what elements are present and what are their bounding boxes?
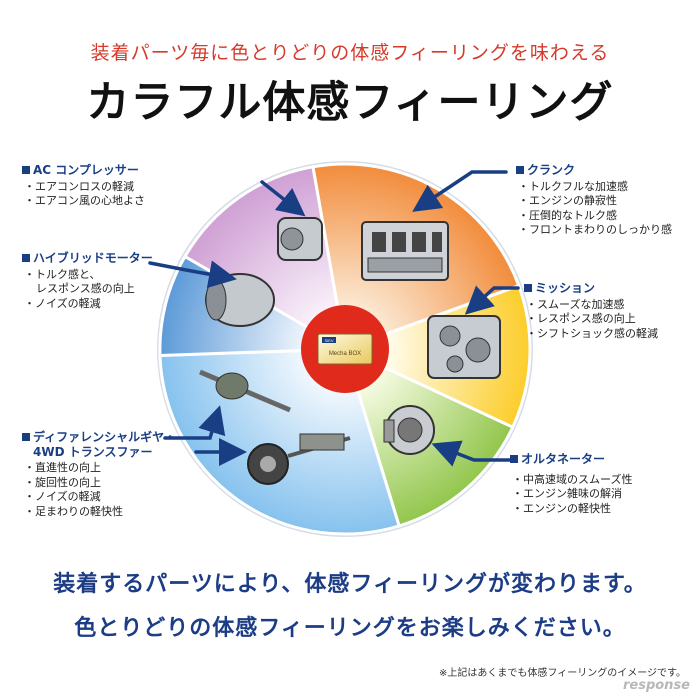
callout-title: ハイブリッドモーター [22, 251, 153, 266]
list-item: 足まわりの軽快性 [35, 505, 176, 520]
list-item: エンジンの静寂性 [529, 194, 672, 209]
brand-mark [322, 337, 336, 343]
callout-alternator: オルタネーター 中高速域のスムーズ性 エンジン雑味の解消 エンジンの軽快性 [510, 452, 632, 516]
callout-title: クランク [516, 163, 672, 178]
list-item: 直進性の向上 [35, 461, 176, 476]
segment-differential [158, 347, 401, 536]
list-item: ノイズの軽減 [35, 490, 176, 505]
list-item: 中高速域のスムーズ性 [523, 473, 632, 488]
footnote: ※上記はあくまでも体感フィーリングのイメージです。 [439, 668, 686, 679]
mecha-box-label: Mecha BOX [329, 351, 361, 357]
list-item: 圧倒的なトルク感 [529, 209, 672, 224]
callout-mission: ミッション スムーズな加速感 レスポンス感の向上 シフトショック感の軽減 [524, 281, 658, 341]
message-line-1: 装着するパーツにより、体感フィーリングが変わります。 [53, 572, 647, 597]
callout-hybrid-motor: ハイブリッドモーター トルク感と、 レスポンス感の向上 ノイズの軽減 [22, 251, 153, 311]
engine-block-image [361, 221, 449, 281]
callout-ac-compressor: AC コンプレッサー エアコンロスの軽減 エアコン風の心地よさ [22, 163, 145, 209]
brand-text: SIEV [324, 338, 333, 343]
arrow-ac [260, 180, 306, 217]
list-item: ノイズの軽減 [35, 297, 153, 312]
alternator-image [383, 405, 435, 455]
callout-differential: ディファレンシャルギヤ・ 4WD トランスファー 直進性の向上 旋回性の向上 ノ… [22, 430, 176, 519]
list-item: トルク感と、 レスポンス感の向上 [35, 268, 153, 297]
message-line-2: 色とりどりの体感フィーリングをお楽しみください。 [74, 616, 626, 641]
list-item: スムーズな加速感 [537, 298, 658, 313]
arrow-mission [464, 285, 520, 315]
list-item: 旋回性の向上 [35, 476, 176, 491]
callout-title-2: 4WD トランスファー [33, 444, 153, 459]
list-item: トルクフルな加速感 [529, 180, 672, 195]
callout-title: ディファレンシャルギヤ・ [22, 430, 176, 445]
list-item: レスポンス感の向上 [537, 312, 658, 327]
list-item: エアコンロスの軽減 [35, 180, 145, 195]
transfer-image [247, 433, 351, 485]
callout-title: ミッション [524, 281, 658, 296]
motor-image [205, 273, 275, 327]
arrow-crank [412, 170, 508, 212]
callout-title: オルタネーター [510, 452, 632, 467]
list-item: フロントまわりのしっかり感 [529, 223, 672, 238]
list-item: エンジンの軽快性 [523, 502, 632, 517]
arrow-hybrid [148, 260, 237, 289]
transmission-image [427, 315, 501, 379]
list-item: エンジン雑味の解消 [523, 487, 632, 502]
callout-crank: クランク トルクフルな加速感 エンジンの静寂性 圧倒的なトルク感 フロントまわり… [516, 163, 672, 238]
compressor-image [277, 217, 323, 261]
page-title: カラフル体感フィーリング [86, 78, 614, 128]
arrow-diff [163, 405, 226, 440]
differential-image [199, 369, 291, 413]
list-item: エアコン風の心地よさ [35, 194, 145, 209]
source-watermark: response [622, 678, 690, 693]
arrow-alt [431, 440, 512, 467]
list-item: シフトショック感の軽減 [537, 327, 658, 342]
callout-title: AC コンプレッサー [22, 163, 145, 178]
subtitle: 装着パーツ毎に色とりどりの体感フィーリングを味わえる [90, 42, 610, 64]
